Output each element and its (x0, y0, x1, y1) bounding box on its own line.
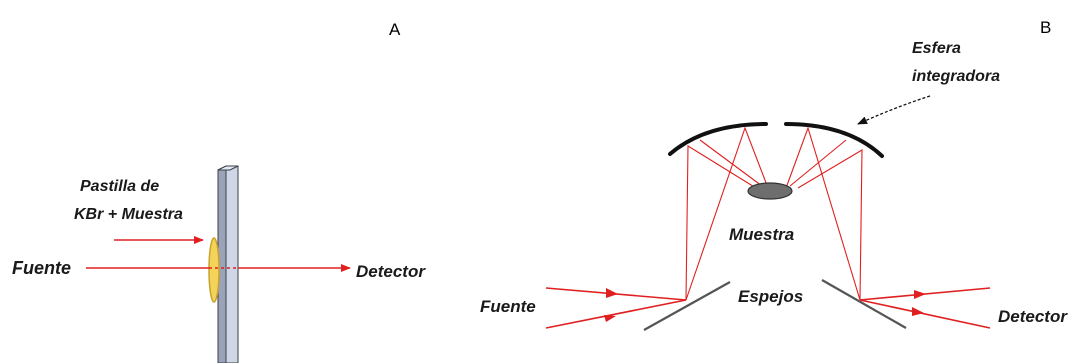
source-label-a: Fuente (12, 258, 71, 278)
detector-arrowhead-lower (912, 307, 924, 316)
panel-a-letter: A (389, 20, 401, 39)
panel-a: A Pastilla de KBr + Muestra Fuente Detec… (12, 20, 426, 363)
mirror-right (821, 279, 907, 329)
integrating-sphere-left (668, 122, 768, 156)
kbr-pellet (208, 237, 220, 303)
integrating-sphere-right (784, 122, 884, 158)
sphere-label-line2: integradora (912, 68, 1000, 85)
detector-arrowhead-upper (914, 290, 926, 299)
source-arrowhead-upper (606, 288, 618, 298)
sample-plate (217, 165, 239, 363)
sample-label: Muestra (729, 225, 794, 244)
detector-beam-b-lower (859, 299, 991, 329)
source-label-b: Fuente (480, 297, 536, 316)
detector-label-a: Detector (356, 262, 426, 281)
sphere-pointer-arrow (857, 95, 931, 125)
panel-b-letter: B (1040, 18, 1051, 37)
pellet-label-line1: Pastilla de (80, 178, 159, 195)
detector-label-b: Detector (998, 307, 1068, 326)
mirror-left (643, 281, 731, 331)
panel-b: B Esfera integradora Muestra Espejos Fue… (480, 18, 1068, 331)
sphere-label-line1: Esfera (912, 40, 961, 57)
pellet-label-line2: KBr + Muestra (74, 206, 183, 223)
internal-beams (685, 126, 863, 301)
source-arrowhead-lower (604, 315, 616, 322)
source-beam-b-lower (545, 299, 687, 329)
sample-disk (747, 182, 793, 200)
mirrors-label: Espejos (738, 287, 803, 306)
